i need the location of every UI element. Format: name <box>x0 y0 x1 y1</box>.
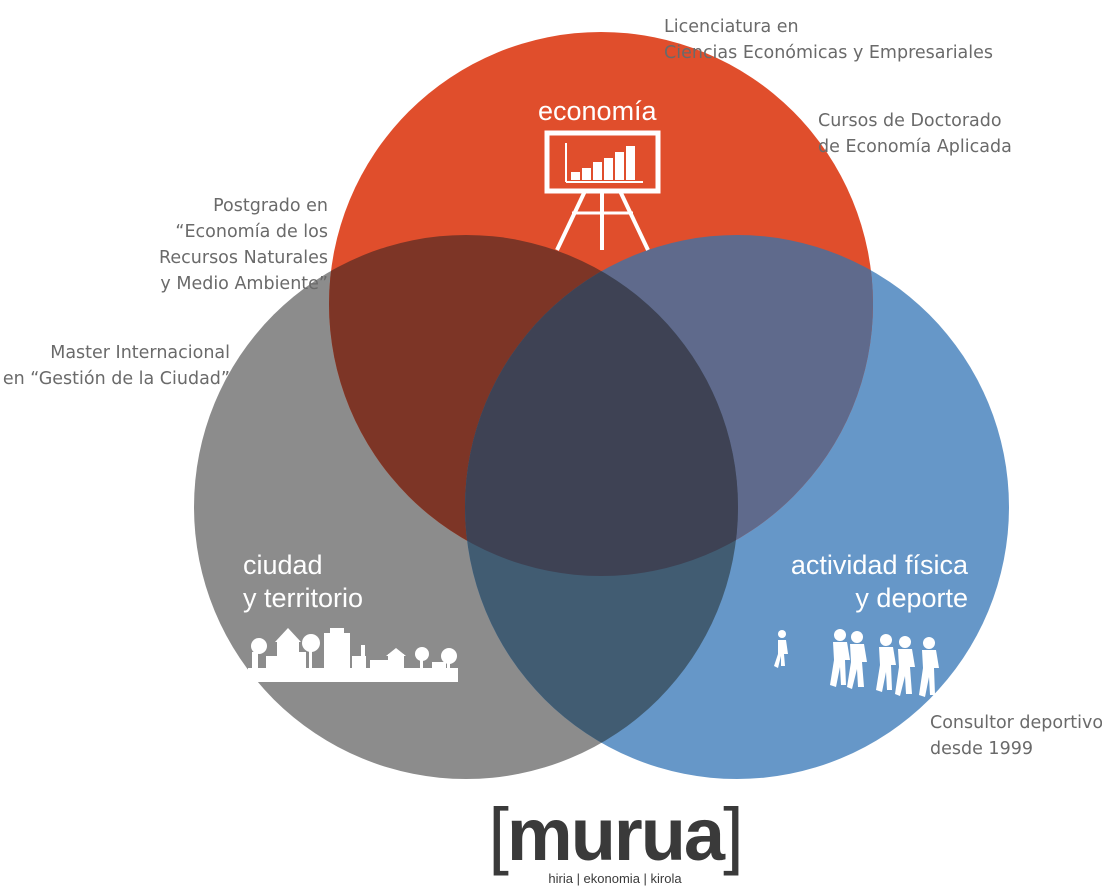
label-economia-line-1: economía <box>538 96 657 126</box>
annotation-master: Master Internacional en “Gestión de la C… <box>3 340 230 392</box>
label-economia: economía <box>538 95 657 128</box>
annotation-master-line-1: Master Internacional <box>50 343 230 363</box>
annotation-doctorado: Cursos de Doctorado de Economía Aplicada <box>818 108 1012 160</box>
label-actividad: actividad física y deporte <box>791 549 968 615</box>
annotation-licenciatura-line-2: Ciencias Económicas y Empresariales <box>664 43 994 63</box>
murua-logo: [murua] hiria | ekonomia | kirola <box>470 798 770 893</box>
annotation-doctorado-line-1: Cursos de Doctorado <box>818 111 1002 131</box>
annotation-postgrado-line-2: “Economía de los <box>175 222 328 242</box>
annotation-postgrado-line-4: y Medio Ambiente” <box>160 274 328 294</box>
annotation-consultor: Consultor deportivo desde 1999 <box>930 710 1102 762</box>
label-ciudad-line-1: ciudad <box>243 550 323 580</box>
label-actividad-line-2: y deporte <box>855 583 968 613</box>
annotation-master-line-2: en “Gestión de la Ciudad” <box>2 369 230 389</box>
label-actividad-line-1: actividad física <box>790 550 968 580</box>
annotation-consultor-line-1: Consultor deportivo <box>930 713 1102 733</box>
logo-tagline: hiria | ekonomia | kirola <box>548 871 682 886</box>
label-ciudad-line-2: y territorio <box>243 583 364 613</box>
presentation-chart-icon <box>544 130 661 251</box>
annotation-postgrado-line-1: Postgrado en <box>213 196 328 216</box>
label-ciudad: ciudad y territorio <box>243 549 363 615</box>
logo-open-bracket: [ <box>488 793 509 876</box>
annotation-doctorado-line-2: de Economía Aplicada <box>818 137 1012 157</box>
annotation-consultor-line-2: desde 1999 <box>930 739 1033 759</box>
city-skyline-icon <box>248 628 458 682</box>
logo-wordmark: [murua] <box>470 798 760 872</box>
annotation-licenciatura: Licenciatura en Ciencias Económicas y Em… <box>664 14 993 66</box>
annotation-licenciatura-line-1: Licenciatura en <box>664 17 799 37</box>
logo-close-bracket: ] <box>723 793 744 876</box>
overlap-all-three <box>465 235 738 576</box>
runners-icon <box>774 629 939 697</box>
annotation-postgrado: Postgrado en “Economía de los Recursos N… <box>159 193 328 297</box>
annotation-postgrado-line-3: Recursos Naturales <box>159 248 328 268</box>
logo-word: murua <box>506 793 725 876</box>
